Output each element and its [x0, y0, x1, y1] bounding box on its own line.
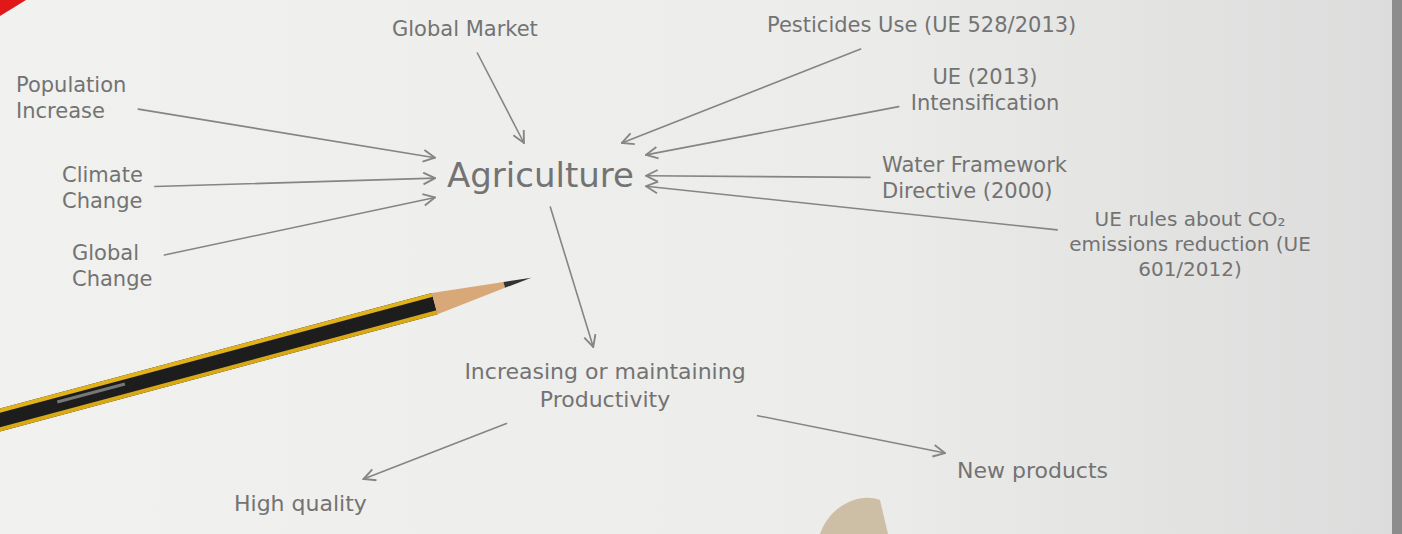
text-node: Climate Change — [60, 160, 175, 217]
node-text: UE rules about CO₂ emissions reduction (… — [1042, 207, 1338, 282]
node-text: Population Increase — [16, 72, 162, 125]
text-node: Global Market — [390, 14, 540, 44]
text-node: High quality — [232, 488, 369, 520]
arrow-connector — [550, 207, 593, 347]
text-node: New products — [955, 455, 1110, 487]
node-text: Global Market — [392, 16, 538, 42]
node-text: High quality — [234, 490, 367, 518]
node-text: Global Change — [72, 240, 188, 293]
beige-object — [820, 498, 888, 534]
text-node: Water Framework Directive (2000) — [880, 150, 1120, 207]
arrow-connector — [646, 107, 899, 155]
text-node: Population Increase — [14, 70, 164, 127]
red-mark — [0, 0, 26, 16]
text-node: Increasing or maintaining Productivity — [420, 356, 790, 415]
paper-edge — [1392, 0, 1402, 534]
pencil — [0, 267, 534, 438]
node-text: Climate Change — [62, 162, 173, 215]
arrow-connector — [758, 416, 945, 453]
node-text: Pesticides Use (UE 528/2013) — [767, 12, 1076, 38]
arrow-connector — [477, 53, 524, 143]
node-text: New products — [957, 457, 1108, 485]
node-text: UE (2013) Intensification — [882, 64, 1088, 117]
text-node: Global Change — [70, 238, 190, 295]
arrow-connector — [622, 49, 861, 143]
text-node: UE rules about CO₂ emissions reduction (… — [1040, 205, 1340, 284]
arrow-connector — [155, 178, 435, 186]
arrow-connector — [138, 109, 435, 158]
node-text: Water Framework Directive (2000) — [882, 152, 1118, 205]
node-text: Increasing or maintaining Productivity — [422, 358, 788, 413]
arrow-connector — [164, 197, 435, 255]
text-node: Pesticides Use (UE 528/2013) — [765, 10, 1078, 40]
text-node: Agriculture — [445, 152, 636, 199]
arrow-connector — [364, 424, 507, 480]
text-node: UE (2013) Intensification — [880, 62, 1090, 119]
arrow-connector — [646, 176, 870, 178]
node-text: Agriculture — [447, 154, 634, 197]
